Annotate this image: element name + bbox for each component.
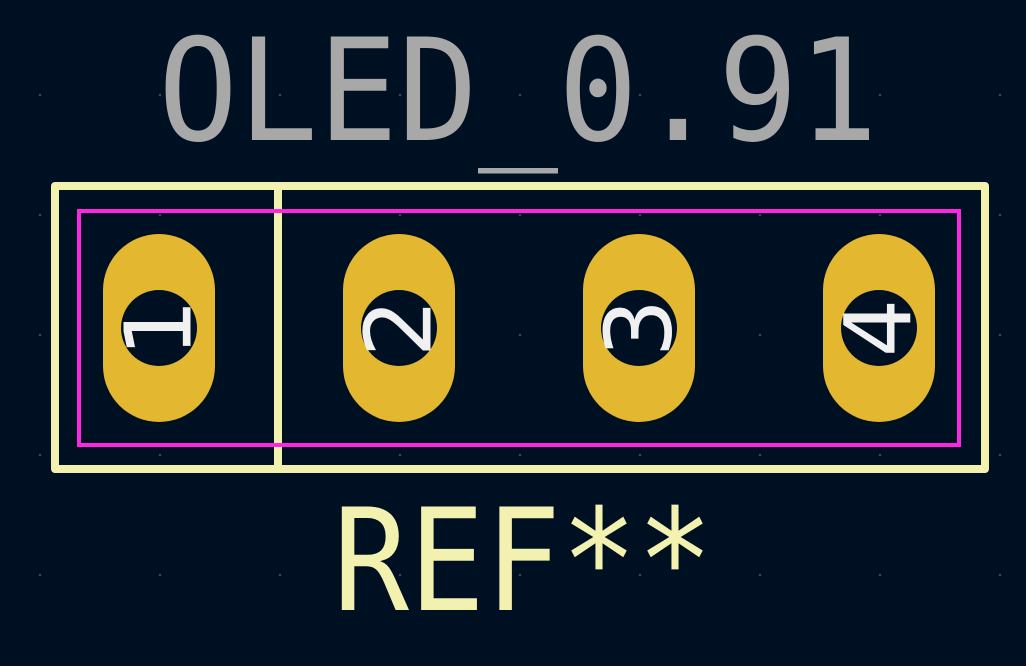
grid-dot xyxy=(158,573,162,577)
grid-dot xyxy=(38,213,42,217)
grid-dot xyxy=(758,573,762,577)
grid-dot xyxy=(38,333,42,337)
grid-dot xyxy=(398,573,402,577)
grid-dot xyxy=(158,453,162,457)
grid-dot xyxy=(638,213,642,217)
grid-dot xyxy=(518,453,522,457)
grid-dot xyxy=(638,573,642,577)
grid-dot xyxy=(998,93,1002,97)
pad-number-label: 3 xyxy=(586,299,693,358)
grid-dot xyxy=(878,453,882,457)
footprint-reference-label: REF** xyxy=(333,479,713,644)
grid-dot xyxy=(158,213,162,217)
grid-dot xyxy=(998,213,1002,217)
pad-number-label: 1 xyxy=(106,299,213,358)
grid-dot xyxy=(998,333,1002,337)
grid-dot xyxy=(278,93,282,97)
pad-drill-hole xyxy=(361,290,437,366)
grid-dot xyxy=(398,213,402,217)
grid-dot xyxy=(998,573,1002,577)
grid-dot xyxy=(878,213,882,217)
courtyard-outline xyxy=(77,209,961,447)
pad-number-label: 2 xyxy=(346,299,453,358)
pad-2[interactable]: 2 xyxy=(343,234,455,422)
grid-dot xyxy=(398,93,402,97)
grid-dot xyxy=(758,333,762,337)
grid-dot xyxy=(518,573,522,577)
grid-dot xyxy=(878,93,882,97)
pad-drill-hole xyxy=(841,290,917,366)
pad-1[interactable]: 1 xyxy=(103,234,215,422)
grid-dot xyxy=(758,93,762,97)
grid-dot xyxy=(518,93,522,97)
grid-dot xyxy=(518,333,522,337)
grid-dot xyxy=(38,573,42,577)
silkscreen-body-rect xyxy=(51,182,989,473)
grid-dot xyxy=(398,453,402,457)
grid-dot xyxy=(638,453,642,457)
footprint-value-label: OLED_0.91 xyxy=(158,9,878,174)
grid-dot xyxy=(38,93,42,97)
grid-dot xyxy=(758,453,762,457)
grid-dot xyxy=(758,213,762,217)
grid-dot xyxy=(158,93,162,97)
grid-dot xyxy=(998,453,1002,457)
pad-drill-hole xyxy=(121,290,197,366)
grid-dot xyxy=(38,453,42,457)
pad-group: 1 2 3 4 xyxy=(103,234,935,422)
pad-4[interactable]: 4 xyxy=(823,234,935,422)
pad-drill-hole xyxy=(601,290,677,366)
pad-number-label: 4 xyxy=(826,299,933,358)
grid-dot xyxy=(878,573,882,577)
pad-3[interactable]: 3 xyxy=(583,234,695,422)
grid-dot xyxy=(638,93,642,97)
grid-dot xyxy=(278,573,282,577)
silkscreen-outline xyxy=(51,182,989,473)
grid-dot xyxy=(518,213,522,217)
